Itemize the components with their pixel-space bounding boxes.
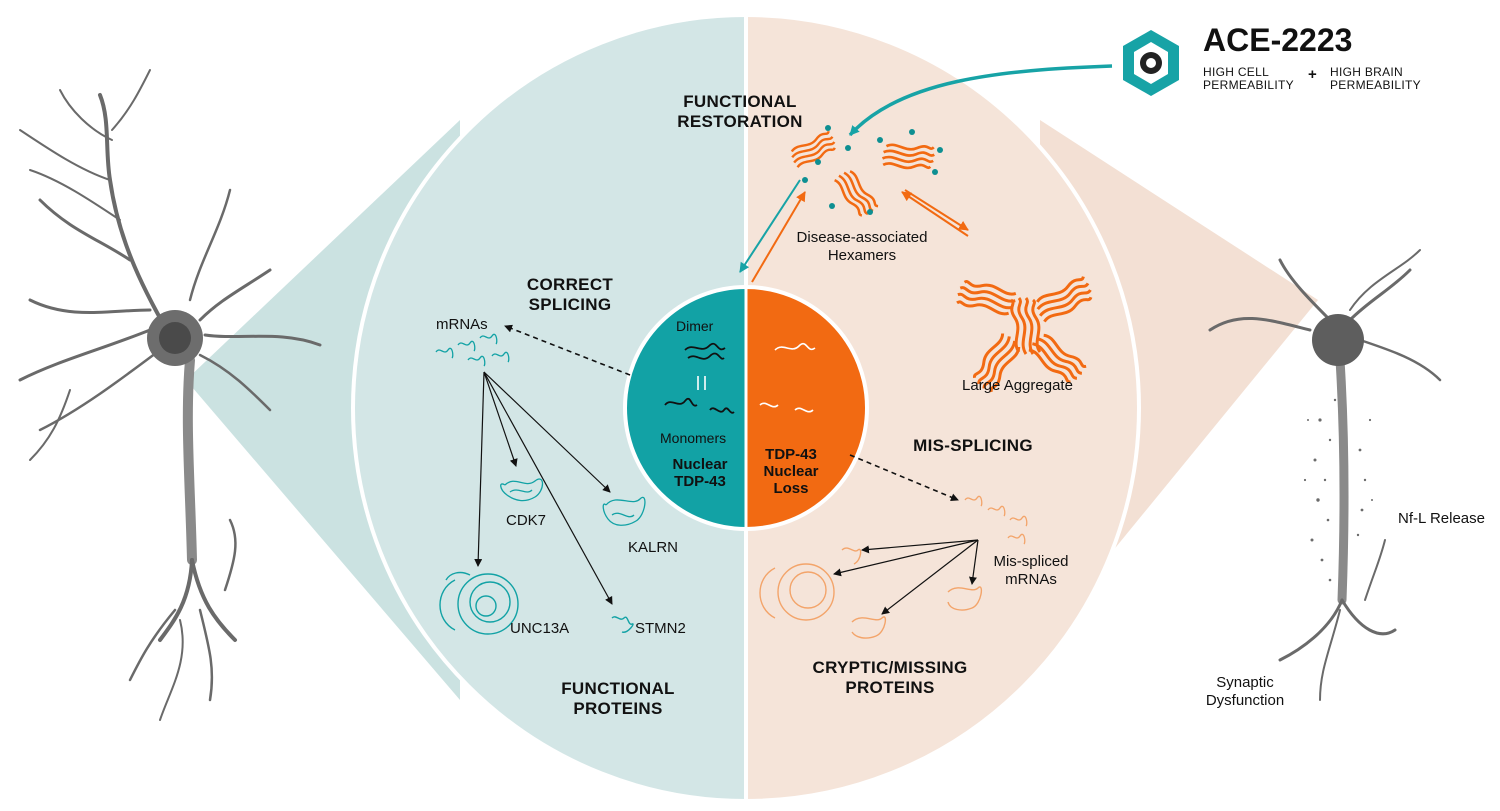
heading-cs-line2: SPLICING	[528, 295, 612, 314]
nucleus-to-hexamer-arrow	[751, 191, 806, 283]
drug-molecules	[802, 125, 943, 215]
drug-hexagon-icon	[1123, 30, 1179, 96]
monomers-icon	[664, 397, 735, 414]
label-synaptic-line1: Synaptic	[1216, 674, 1274, 691]
drug-property-1-line2: PERMEABILITY	[1203, 78, 1294, 92]
label-mis-spliced: Mis-spliced mRNAs	[986, 553, 1076, 589]
drug-name: ACE-2223	[1203, 22, 1353, 58]
dimer-icon	[684, 342, 726, 360]
protein-unc13a-icon	[439, 571, 519, 635]
protein-stmn2-icon	[611, 616, 634, 633]
label-hexamers-line1: Disease-associated	[796, 229, 928, 246]
hexamer-aggregate-arrow-b	[901, 191, 969, 237]
label-loss-line3: Loss	[773, 480, 809, 497]
label-nfl-release: Nf-L Release	[1398, 510, 1485, 527]
nucleus-circle	[623, 285, 869, 531]
protein-cdk7-icon	[500, 478, 544, 502]
label-monomers: Monomers	[660, 430, 727, 446]
heading-functional-proteins: FUNCTIONAL PROTEINS	[548, 679, 688, 719]
label-nuclear-loss: TDP-43 Nuclear Loss	[756, 446, 826, 497]
label-protein-stmn2: STMN2	[635, 620, 686, 637]
heading-mis-splicing: MIS-SPLICING	[913, 436, 1033, 455]
heading-cm-line2: PROTEINS	[845, 678, 935, 697]
mrna-to-protein-arrows	[474, 371, 613, 605]
protein-kalrn-icon	[602, 496, 646, 526]
misspliced-to-protein-arrows	[833, 539, 979, 615]
neuron-healthy-nucleus	[159, 322, 191, 354]
label-nuclear-line1: Nuclear	[672, 456, 728, 473]
label-synaptic-line2: Dysfunction	[1205, 692, 1285, 709]
label-loss-line1: TDP-43	[765, 446, 817, 463]
label-protein-unc13a: UNC13A	[510, 620, 570, 637]
neuron-degenerating-soma	[1312, 314, 1364, 366]
hexamer-aggregate-arrow-a	[904, 189, 969, 231]
drug-property-2-line2: PERMEABILITY	[1330, 78, 1421, 92]
drug-plus: +	[1308, 66, 1317, 83]
heading-functional-restoration: FUNCTIONAL RESTORATION	[660, 92, 820, 132]
label-dimer: Dimer	[676, 318, 714, 334]
missing-protein-icons	[759, 547, 983, 639]
swap-arrows-icon	[697, 376, 706, 390]
label-nuclear-tdp43: Nuclear TDP-43	[660, 456, 740, 490]
neuron-degenerating-icon	[1208, 249, 1442, 701]
heading-cm-line1: CRYPTIC/MISSING	[812, 658, 968, 677]
label-mis-spliced-line2: mRNAs	[1005, 571, 1057, 588]
drug-property-1: HIGH CELL PERMEABILITY	[1203, 66, 1294, 92]
heading-correct-splicing: CORRECT SPLICING	[510, 275, 630, 315]
neuron-healthy-icon	[18, 69, 322, 721]
drug-property-2-line1: HIGH BRAIN	[1330, 65, 1404, 79]
label-loss-line2: Nuclear	[763, 463, 819, 480]
label-nuclear-line2: TDP-43	[674, 473, 726, 490]
loss-protein-icon	[759, 342, 816, 413]
heading-cryptic-missing: CRYPTIC/MISSING PROTEINS	[800, 658, 980, 698]
label-mrnas: mRNAs	[436, 316, 488, 333]
heading-fp-line1: FUNCTIONAL	[561, 679, 675, 698]
label-mis-spliced-line1: Mis-spliced	[993, 553, 1069, 570]
drug-property-1-line1: HIGH CELL	[1203, 65, 1270, 79]
nucleus-to-mrna-arrow	[504, 324, 631, 376]
heading-fr-line2: RESTORATION	[677, 112, 803, 131]
heading-cs-line1: CORRECT	[526, 275, 614, 294]
label-hexamers-line2: Hexamers	[827, 247, 897, 264]
drug-arrow	[848, 64, 1113, 137]
label-large-aggregate: Large Aggregate	[962, 377, 1073, 394]
heading-fr-line1: FUNCTIONAL	[683, 92, 797, 111]
label-protein-cdk7: CDK7	[506, 512, 547, 529]
heading-fp-line2: PROTEINS	[573, 699, 663, 718]
label-synaptic: Synaptic Dysfunction	[1190, 674, 1300, 710]
drug-property-2: HIGH BRAIN PERMEABILITY	[1330, 66, 1421, 92]
hexamer-to-dimer-arrow	[739, 179, 801, 273]
label-hexamers: Disease-associated Hexamers	[782, 229, 942, 265]
nfl-debris	[1303, 398, 1373, 582]
label-protein-kalrn: KALRN	[628, 539, 679, 556]
loss-to-misspliced-arrow	[849, 454, 959, 501]
